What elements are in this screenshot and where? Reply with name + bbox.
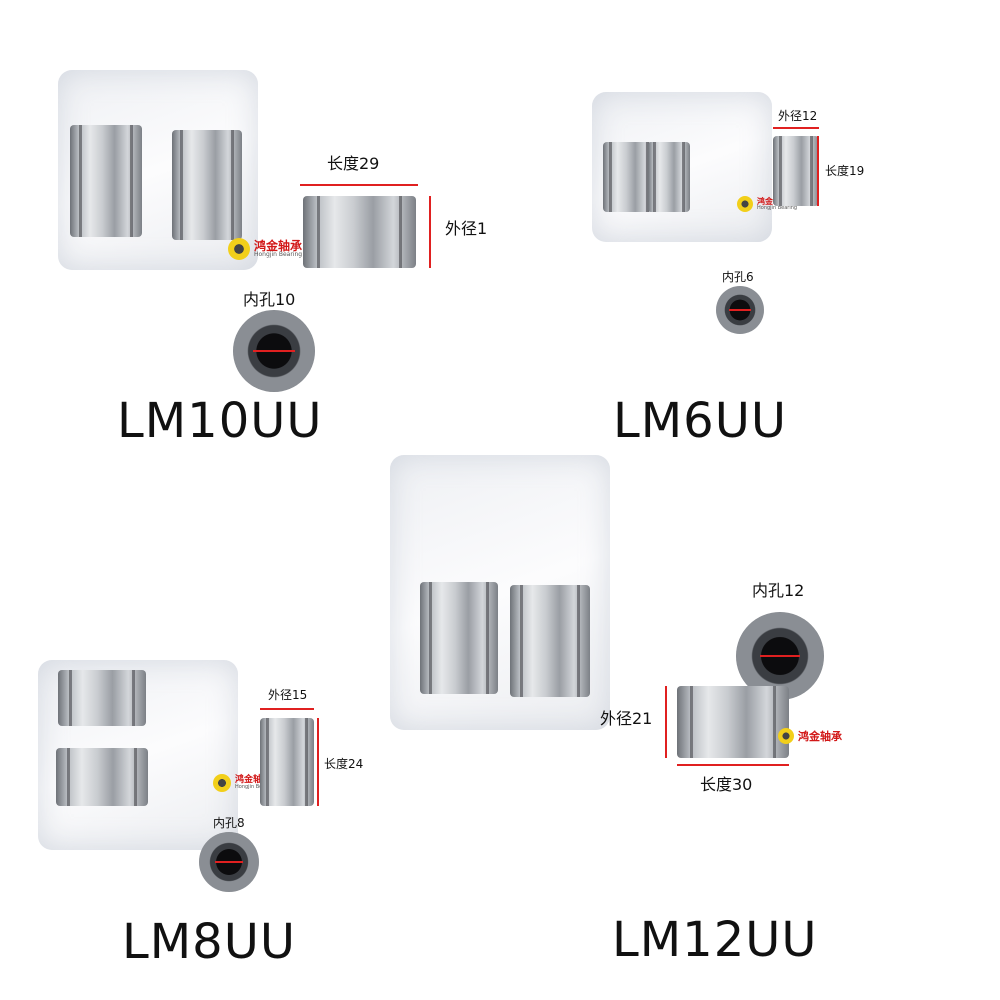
brand-logo: 鸿金轴承 Hongjin Bearing (228, 238, 302, 260)
logo-en-text: Hongjin Bearing (254, 251, 303, 258)
bearing-end-view (199, 832, 259, 892)
outer-diameter-label: 外径12 (778, 109, 818, 123)
product-title: LM12UU (612, 912, 818, 968)
outer-diameter-label: 外径21 (600, 709, 653, 728)
sun-logo-icon (213, 774, 231, 792)
brand-logo: 鸿金轴承 (778, 728, 842, 744)
length-label: 长度29 (327, 154, 380, 173)
brand-logo: 鸿金轴承 Hongjin Bearing (213, 774, 275, 792)
product-panel-lm10uu: 鸿金轴承 Hongjin Bearing 长度29 外径1 内孔10 LM10U… (0, 0, 500, 460)
product-panel-lm8uu: 鸿金轴承 Hongjin Bearing 外径15 长度24 内孔8 LM8UU (0, 460, 400, 1000)
bearing-side-view (773, 136, 819, 206)
logo-en-text: Hongjin Bearing (757, 204, 798, 211)
length-label: 长度19 (825, 164, 865, 178)
inner-bore-dimension-line (729, 309, 751, 311)
inner-bore-label: 内孔10 (243, 290, 296, 309)
bearing-end-view (716, 286, 764, 334)
outer-diameter-dimension-line (665, 686, 667, 758)
logo-cn-text: 鸿金轴承 (254, 239, 303, 253)
logo-en-text: Hongjin Bearing (235, 784, 276, 790)
inner-bore-dimension-line (253, 350, 295, 352)
sun-logo-icon (778, 728, 794, 744)
outer-diameter-label: 外径15 (268, 688, 308, 702)
product-title: LM8UU (122, 914, 296, 970)
bearing-side-view (260, 718, 314, 806)
bearing-bagged (70, 125, 142, 237)
bearing-bagged (648, 142, 690, 212)
sun-logo-icon (737, 196, 753, 212)
product-title: LM6UU (613, 393, 787, 449)
bearing-end-view (233, 310, 315, 392)
outer-diameter-dimension-line (773, 127, 819, 129)
length-label: 长度24 (324, 757, 364, 771)
length-dimension-line (317, 718, 319, 806)
outer-diameter-dimension-line (260, 708, 314, 710)
length-dimension-line (300, 184, 418, 186)
sun-logo-icon (228, 238, 250, 260)
inner-bore-label: 内孔8 (213, 816, 245, 830)
length-label: 长度30 (700, 775, 753, 794)
bearing-bagged (420, 582, 498, 694)
inner-bore-label: 内孔12 (752, 581, 805, 600)
product-panel-lm12uu: 内孔12 外径21 鸿金轴承 长度30 LM12UU (380, 440, 1000, 1000)
inner-bore-dimension-line (215, 861, 243, 863)
product-title: LM10UU (117, 393, 323, 449)
logo-cn-text: 鸿金轴承 (235, 775, 272, 785)
product-panel-lm6uu: 鸿金轴承 Hongjin Bearing 外径12 长度19 内孔6 LM6UU (500, 0, 1000, 460)
inner-bore-dimension-line (760, 655, 800, 657)
logo-cn-text: 鸿金轴承 (798, 729, 842, 743)
bearing-side-view (303, 196, 416, 268)
bearing-bagged (510, 585, 590, 697)
length-dimension-line (677, 764, 789, 766)
bearing-bagged (603, 142, 655, 212)
length-dimension-line (817, 136, 819, 206)
bearing-bagged (172, 130, 242, 240)
outer-diameter-label: 外径1 (445, 219, 488, 238)
inner-bore-label: 内孔6 (722, 270, 754, 284)
bearing-bagged (58, 670, 146, 726)
outer-diameter-dimension-line (429, 196, 431, 268)
bearing-end-view (736, 612, 824, 700)
bearing-bagged (56, 748, 148, 806)
bearing-side-view (677, 686, 789, 758)
